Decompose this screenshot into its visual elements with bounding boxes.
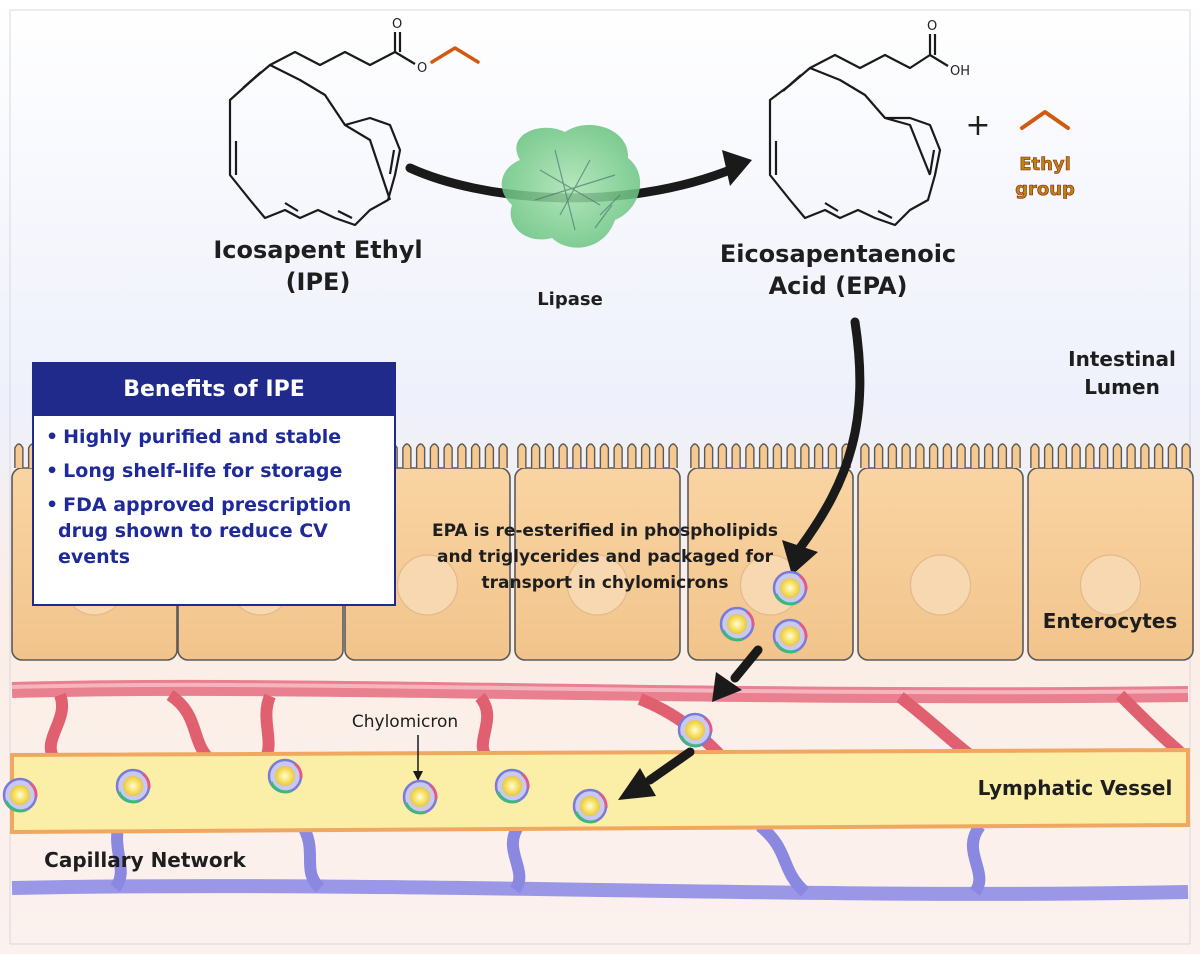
epa-oh-bond [929,54,949,67]
capillary-label: Capillary Network [44,848,246,872]
chylomicron [2,777,38,813]
epa-db-3 [824,202,839,212]
microvilli [1030,443,1191,468]
chylomicron-label: Chylomicron [352,712,458,732]
enterocyte-cell [857,443,1024,661]
microvilli [517,443,678,468]
arteriole [11,679,1189,704]
lumen-label-line1: Intestinal [1068,347,1176,371]
benefits-list: Highly purified and stable Long shelf-li… [34,416,394,570]
ipe-atom-o-top: O [392,17,402,32]
chylomicron [494,768,530,804]
venule [11,879,1189,901]
epa-uptake-arrow [795,317,865,553]
ipe-abbr: (IPE) [286,268,351,296]
enterocyte-cell [1027,443,1194,661]
epa-abbr: Acid (EPA) [769,272,908,300]
chylomicron [772,570,808,606]
ipe-molecule [228,32,416,227]
ipe-ester-bond [394,51,416,65]
process-text-line3: transport in chylomicrons [482,573,729,593]
ethyl-label-line2: group [1015,179,1075,200]
capillary-red-7 [1115,690,1184,757]
epa-db-5 [928,149,936,175]
exit-arrow-2-head [618,768,656,800]
cell-nucleus [396,554,459,616]
chylomicron [267,758,303,794]
chylomicron [115,768,151,804]
ipe-chain [228,63,402,227]
exit-arrow-1-head [712,672,742,702]
benefits-title: Benefits of IPE [34,364,394,416]
chylomicron-group [2,570,808,824]
ipe-name: Icosapent Ethyl [213,236,422,264]
chylomicron [402,779,438,815]
capillary-red-4 [475,693,495,765]
exit-arrow-1 [730,645,763,683]
chylomicron [572,788,608,824]
epa-db-4 [877,210,893,219]
plus-sign: + [965,108,990,143]
cell-nucleus [909,554,972,616]
exit-arrow-2 [645,747,695,785]
epa-atom-oh: OH [950,64,970,79]
epa-atom-o-top: O [927,19,937,34]
ipe-db-1 [242,71,262,89]
lymphatic-label: Lymphatic Vessel [978,776,1173,800]
benefits-box: Benefits of IPE Highly purified and stab… [32,362,396,606]
epa-name: Eicosapentaenoic [720,240,956,268]
benefit-item: FDA approved prescription drug shown to … [46,492,384,570]
reaction-arrow-head [722,150,752,186]
benefit-item: Long shelf-life for storage [46,458,384,484]
benefit-item: Highly purified and stable [46,424,384,450]
chylomicron [719,606,755,642]
microvilli [690,443,851,468]
lipase-enzyme [501,124,641,248]
epa-carboxyl-chain [809,53,931,70]
ipe-carboxyl-chain [269,50,396,67]
arteriole-highlight [11,682,1189,695]
ipe-atom-o-ester: O [417,61,427,76]
free-ethyl-group [1020,110,1070,130]
lipase-label: Lipase [537,289,603,310]
epa-chain [768,66,942,227]
ipe-db-3 [284,202,299,212]
chylomicron [772,618,808,654]
ipe-db-4 [337,210,353,219]
enterocytes-label: Enterocytes [1043,609,1178,633]
blood-vessels [11,679,1189,901]
lumen-label-line2: Lumen [1084,375,1160,399]
cell-nucleus [566,554,629,616]
epa-db-1 [782,74,802,92]
capillary-blue-5 [966,822,986,896]
capillary-red-3 [259,693,276,763]
process-text-line1: EPA is re-esterified in phospholipids [432,521,778,541]
process-text-line2: and triglycerides and packaged for [437,547,774,567]
capillary-blue-3 [506,820,526,894]
chylomicron [677,712,713,748]
enterocyte-cell [514,443,681,661]
epa-uptake-arrow-head [782,540,818,575]
ethyl-label-line1: Ethyl [1019,154,1071,175]
capillary-blue-4 [756,821,810,897]
cell-nucleus [1079,554,1142,616]
ipe-ethyl-group [430,46,480,64]
microvilli [860,443,1021,468]
ipe-db-5 [388,149,396,175]
epa-molecule [768,34,949,227]
